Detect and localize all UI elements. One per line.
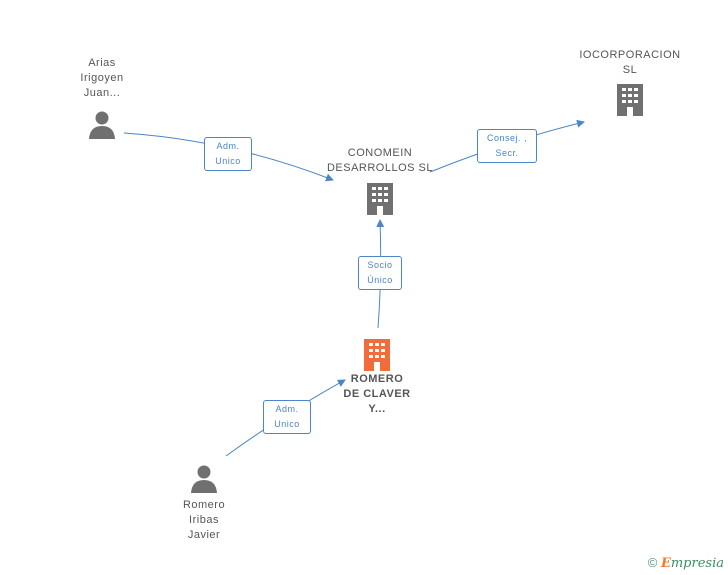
edge-label-line: Unico bbox=[215, 156, 241, 166]
edge-label-line: Adm. bbox=[216, 141, 240, 151]
brand-logo: Empresia bbox=[660, 556, 724, 571]
node-iocorporacion[interactable]: IOCORPORACION SL bbox=[578, 48, 682, 117]
node-label-line: DE CLAVER bbox=[343, 388, 411, 400]
node-label-line: Javier bbox=[187, 529, 221, 541]
edge-label-line: Secr. bbox=[495, 148, 519, 158]
edge-label-adm-unico[interactable]: Adm. Unico bbox=[204, 137, 252, 171]
edge-label-line: Socio bbox=[367, 260, 393, 270]
node-label-line: Arias bbox=[88, 57, 116, 69]
node-arias-irigoyen[interactable]: Arias Irigoyen Juan... bbox=[64, 56, 140, 140]
edge-label-line: Único bbox=[367, 275, 393, 285]
node-label-line: Y... bbox=[368, 403, 386, 415]
edge-label-line: Consej. , bbox=[486, 133, 528, 143]
edge-label-consej-secr[interactable]: Consej. , Secr. bbox=[477, 129, 537, 163]
node-label-line: Irigoyen bbox=[80, 72, 124, 84]
building-icon bbox=[617, 84, 643, 116]
copyright-icon: © bbox=[647, 555, 658, 570]
person-icon bbox=[191, 465, 217, 493]
node-romero-iribas[interactable]: Romero Iribas Javier bbox=[166, 464, 242, 543]
node-label-line: CONOMEIN bbox=[347, 147, 413, 159]
edge-label-adm-unico[interactable]: Adm. Unico bbox=[263, 400, 311, 434]
building-icon bbox=[364, 339, 390, 371]
node-label-line: SL bbox=[622, 64, 638, 76]
node-conomein-desarrollos[interactable]: CONOMEIN DESARROLLOS SL bbox=[324, 146, 436, 216]
edge-label-line: Adm. bbox=[275, 404, 299, 414]
empresia-brand: © Empresia bbox=[648, 555, 724, 571]
node-romero-de-claver[interactable]: ROMERO DE CLAVER Y... bbox=[332, 338, 422, 417]
building-icon bbox=[367, 183, 393, 215]
node-label-line: Iribas bbox=[189, 514, 219, 526]
person-icon bbox=[89, 111, 115, 139]
node-label-line: DESARROLLOS SL bbox=[326, 162, 434, 174]
edge-label-socio-unico[interactable]: Socio Único bbox=[358, 256, 402, 290]
node-label-line: ROMERO bbox=[350, 373, 404, 385]
node-label-line: IOCORPORACION bbox=[579, 49, 681, 61]
node-label-line: Juan... bbox=[83, 87, 121, 99]
node-label-line: Romero bbox=[182, 499, 226, 511]
edge-label-line: Unico bbox=[274, 419, 300, 429]
